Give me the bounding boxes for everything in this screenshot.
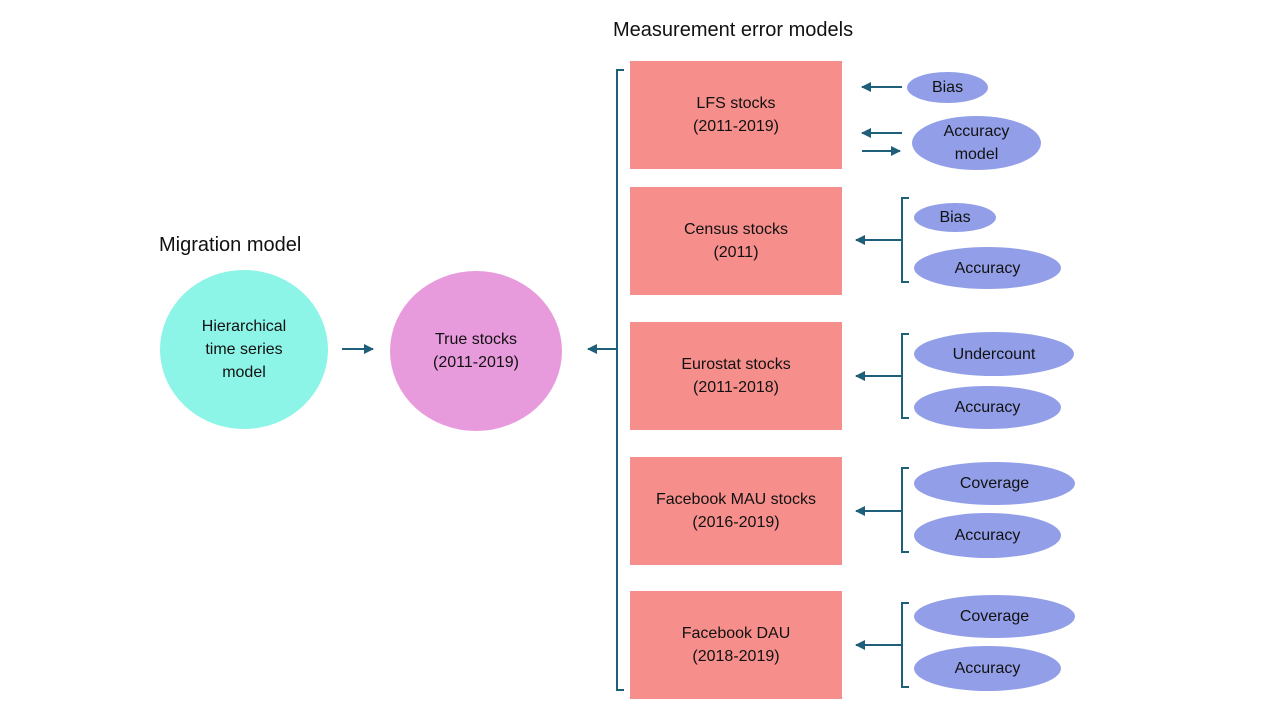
accuracy-line-1: Accuracy: [943, 123, 1010, 140]
source-name: LFS stocks: [696, 95, 776, 112]
census-bracket: [901, 197, 909, 283]
migration-model-heading: Migration model: [159, 234, 302, 256]
source-period: (2011-2019): [693, 118, 779, 135]
facebook-dau-box: Facebook DAU (2018-2019): [630, 591, 842, 699]
lfs-accuracy-model-oval: Accuracy model: [912, 116, 1041, 170]
true-stocks-period: (2011-2019): [433, 354, 519, 371]
hierarchical-model-node: Hierarchical time series model: [160, 270, 328, 429]
source-name: Census stocks: [683, 221, 789, 238]
eurostat-accuracy-oval: Accuracy: [914, 386, 1061, 429]
source-period: (2011): [713, 244, 759, 261]
true-stocks-node: True stocks (2011-2019): [390, 271, 562, 431]
mau-accuracy-oval: Accuracy: [914, 513, 1061, 558]
census-accuracy-oval: Accuracy: [914, 247, 1061, 289]
source-period: (2016-2019): [692, 514, 780, 531]
measurement-error-models-heading: Measurement error models: [613, 19, 854, 41]
true-stocks-label: True stocks: [434, 331, 518, 348]
hierarchical-line-2: time series: [205, 341, 283, 358]
source-period: (2011-2018): [693, 379, 779, 396]
sources-bracket: [616, 69, 624, 691]
accuracy-line-2: model: [954, 146, 999, 163]
eurostat-bracket: [901, 333, 909, 419]
eurostat-undercount-oval: Undercount: [914, 332, 1074, 376]
mau-bracket: [901, 467, 909, 553]
source-name: Facebook DAU: [681, 625, 791, 642]
dau-coverage-oval: Coverage: [914, 595, 1075, 638]
source-name: Eurostat stocks: [681, 356, 791, 373]
hierarchical-line-3: model: [222, 364, 266, 381]
census-bias-oval: Bias: [914, 203, 996, 232]
eurostat-stocks-box: Eurostat stocks (2011-2018): [630, 322, 842, 430]
hierarchical-line-1: Hierarchical: [201, 318, 287, 335]
facebook-mau-stocks-box: Facebook MAU stocks (2016-2019): [630, 457, 842, 565]
dau-bracket: [901, 602, 909, 688]
mau-coverage-oval: Coverage: [914, 462, 1075, 505]
lfs-stocks-box: LFS stocks (2011-2019): [630, 61, 842, 169]
lfs-bias-oval: Bias: [907, 72, 988, 103]
dau-accuracy-oval: Accuracy: [914, 646, 1061, 691]
source-name: Facebook MAU stocks: [655, 491, 817, 508]
source-period: (2018-2019): [692, 648, 780, 665]
census-stocks-box: Census stocks (2011): [630, 187, 842, 295]
